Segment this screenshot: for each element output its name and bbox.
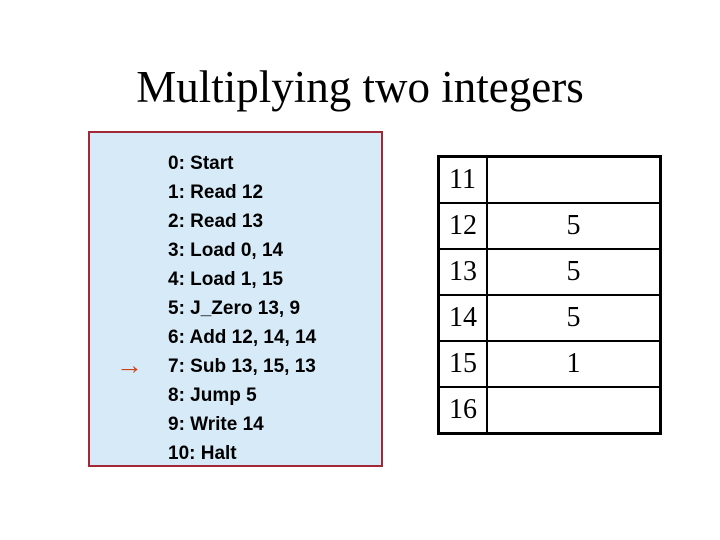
program-listing: 0: Start 1: Read 12 2: Read 13 3: Load 0… [168, 149, 316, 468]
memory-value-cell [488, 388, 659, 432]
program-line-1: 1: Read 12 [168, 182, 264, 203]
program-line-2: 2: Read 13 [168, 211, 264, 232]
memory-address-cell: 15 [440, 342, 488, 386]
page-title: Multiplying two integers [136, 62, 584, 112]
table-row: 14 5 [440, 296, 659, 342]
memory-address-cell: 11 [440, 158, 488, 202]
program-line-3: 3: Load 0, 14 [168, 240, 284, 261]
program-line-6: 6: Add 12, 14, 14 [168, 327, 317, 348]
program-box: → 0: Start 1: Read 12 2: Read 13 3: Load… [88, 131, 383, 467]
program-line-8: 8: Jump 5 [168, 385, 257, 406]
program-line-9: 9: Write 14 [168, 414, 264, 435]
program-line-4: 4: Load 1, 15 [168, 269, 284, 290]
table-row: 16 [440, 388, 659, 432]
program-line-5: 5: J_Zero 13, 9 [168, 298, 301, 319]
table-row: 15 1 [440, 342, 659, 388]
memory-address-cell: 14 [440, 296, 488, 340]
memory-value-cell: 1 [566, 348, 581, 379]
program-line-0: 0: Start [168, 153, 234, 174]
table-row: 12 5 [440, 204, 659, 250]
memory-address-cell: 16 [440, 388, 488, 432]
memory-value-cell [488, 158, 659, 202]
memory-table: 11 12 5 13 5 14 5 15 1 16 [437, 155, 662, 435]
instruction-pointer-arrow-icon: → [116, 350, 143, 380]
table-row: 13 5 [440, 250, 659, 296]
program-line-7: 7: Sub 13, 15, 13 [168, 356, 316, 377]
table-row: 11 [440, 158, 659, 204]
memory-address-cell: 12 [440, 204, 488, 248]
program-line-10: 10: Halt [168, 443, 237, 464]
memory-value-cell: 5 [566, 256, 581, 287]
memory-value-cell: 5 [566, 210, 581, 241]
memory-address-cell: 13 [440, 250, 488, 294]
memory-value-cell: 5 [566, 302, 581, 333]
